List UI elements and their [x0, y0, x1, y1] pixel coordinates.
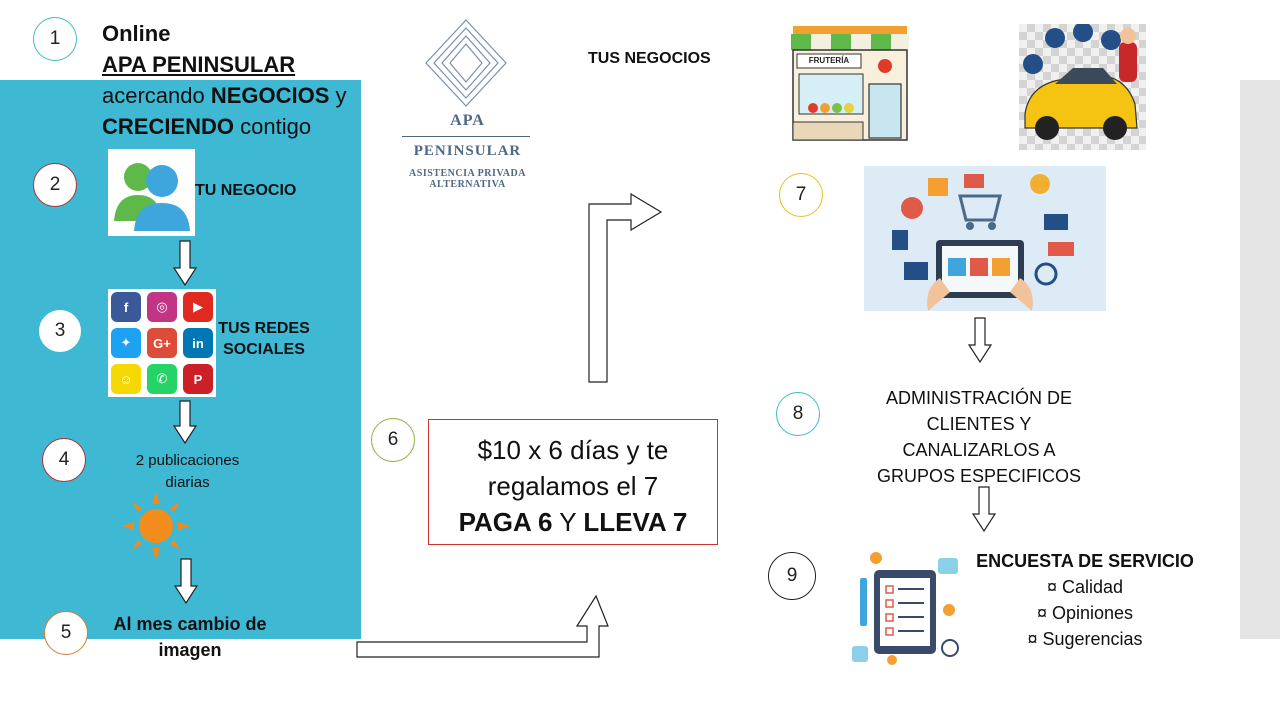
social-networks-grid: f ◎ ▶ ✦ G+ in ☺ ✆ P [108, 289, 216, 397]
publicaciones-line: 2 publicaciones [135, 452, 240, 469]
redes-label: TUS REDES SOCIALES [214, 318, 314, 360]
store-sign: FRUTERÍA [808, 56, 850, 65]
step-3-circle: 3 [38, 309, 82, 353]
down-arrow-icon [173, 240, 197, 286]
twitter-icon: ✦ [111, 328, 141, 358]
linkedin-icon: in [183, 328, 213, 358]
step-9-circle: 9 [768, 552, 816, 600]
down-arrow-icon [174, 558, 198, 604]
step-number: 4 [58, 449, 70, 470]
car-wash-icon [1023, 22, 1138, 140]
facebook-icon: f [111, 292, 141, 322]
headline-text: contigo [234, 114, 312, 139]
step-1-circle: 1 [33, 17, 77, 61]
cambio-line: imagen [158, 640, 222, 660]
promo-line: $10 x 6 días y te [477, 435, 669, 465]
tus-negocios-label: TUS NEGOCIOS [588, 50, 711, 67]
pinterest-icon: P [183, 364, 213, 394]
survey-image [846, 548, 966, 668]
apa-logo: APA PENINSULAR ASISTENCIA PRIVADA ALTERN… [370, 15, 565, 190]
step-number: 3 [54, 320, 66, 341]
headline-bold: NEGOCIOS [210, 83, 330, 108]
admin-line: ADMINISTRACIÓN DE [885, 388, 1072, 408]
step-number: 2 [49, 174, 61, 195]
down-arrow-icon [972, 486, 996, 532]
survey-clipboard-icon [852, 552, 959, 665]
fruit-store-image: FRUTERÍA [789, 26, 911, 142]
youtube-icon: ▶ [183, 292, 213, 322]
instagram-icon: ◎ [147, 292, 177, 322]
bend-right-arrow-icon [588, 192, 663, 383]
step-5-circle: 5 [44, 611, 88, 655]
right-panel [1240, 80, 1280, 639]
headline-online: Online [102, 21, 171, 46]
promo-text: Y [552, 507, 584, 537]
logo-name-top: APA [450, 112, 485, 129]
encuesta-block: ENCUESTA DE SERVICIO ¤ Calidad ¤ Opinion… [968, 548, 1202, 652]
encuesta-title: ENCUESTA DE SERVICIO [976, 551, 1194, 571]
admin-line: CLIENTES Y [926, 414, 1032, 434]
down-arrow-icon [968, 317, 992, 363]
promo-bold: PAGA 6 [458, 507, 553, 537]
redes-line: SOCIALES [223, 341, 305, 358]
logo-tagline: ASISTENCIA PRIVADA ALTERNATIVA [409, 168, 526, 190]
sun-icon [122, 492, 190, 560]
moon-icon [225, 502, 252, 551]
step-7-circle: 7 [779, 173, 823, 217]
headline-brand: APA PENINSULAR [102, 52, 296, 77]
whatsapp-icon: ✆ [147, 364, 177, 394]
publicaciones-label: 2 publicaciones diarias [110, 450, 265, 494]
down-arrow-icon [173, 400, 197, 444]
step-8-circle: 8 [776, 392, 820, 436]
cambio-imagen-label: Al mes cambio de imagen [95, 611, 285, 663]
encuesta-item: ¤ Opiniones [1036, 603, 1134, 623]
step-number: 8 [792, 403, 804, 424]
diamond-logo-icon [425, 19, 507, 107]
encuesta-item: ¤ Calidad [1046, 577, 1124, 597]
headline-text: acercando [102, 83, 211, 108]
users-icon [114, 163, 190, 231]
step-number: 5 [60, 622, 72, 643]
step-number: 9 [786, 565, 798, 586]
online-shopping-image [864, 166, 1106, 311]
headline-text: y [329, 83, 347, 108]
step-number: 6 [387, 429, 399, 450]
snapchat-icon: ☺ [111, 364, 141, 394]
car-wash-image [1019, 22, 1146, 150]
bend-up-arrow-icon [356, 594, 609, 658]
google-plus-icon: G+ [147, 328, 177, 358]
step-number: 7 [795, 184, 807, 205]
logo-name-bottom: PENINSULAR [413, 143, 522, 159]
users-image [108, 149, 195, 236]
shopping-icon [892, 174, 1074, 311]
encuesta-item: ¤ Sugerencias [1027, 629, 1143, 649]
redes-line: TUS REDES [218, 320, 310, 337]
cambio-line: Al mes cambio de [113, 614, 267, 634]
step-2-circle: 2 [33, 163, 77, 207]
promo-line: regalamos el 7 [487, 471, 659, 501]
step-6-circle: 6 [371, 418, 415, 462]
publicaciones-line: diarias [165, 474, 210, 491]
step-4-circle: 4 [42, 438, 86, 482]
headline: Online APA PENINSULAR acercando NEGOCIOS… [102, 18, 347, 142]
step-number: 1 [49, 28, 61, 49]
admin-clientes-label: ADMINISTRACIÓN DE CLIENTES Y CANALIZARLO… [862, 385, 1096, 489]
tu-negocio-label: TU NEGOCIO [195, 182, 297, 199]
headline-bold: CRECIENDO [102, 114, 235, 139]
promo-bold: LLEVA 7 [583, 507, 688, 537]
store-icon [791, 26, 909, 141]
admin-line: GRUPOS ESPECIFICOS [876, 466, 1082, 486]
promo-box: $10 x 6 días y te regalamos el 7 PAGA 6 … [428, 419, 718, 545]
logo-divider [402, 136, 530, 137]
admin-line: CANALIZARLOS A [902, 440, 1056, 460]
